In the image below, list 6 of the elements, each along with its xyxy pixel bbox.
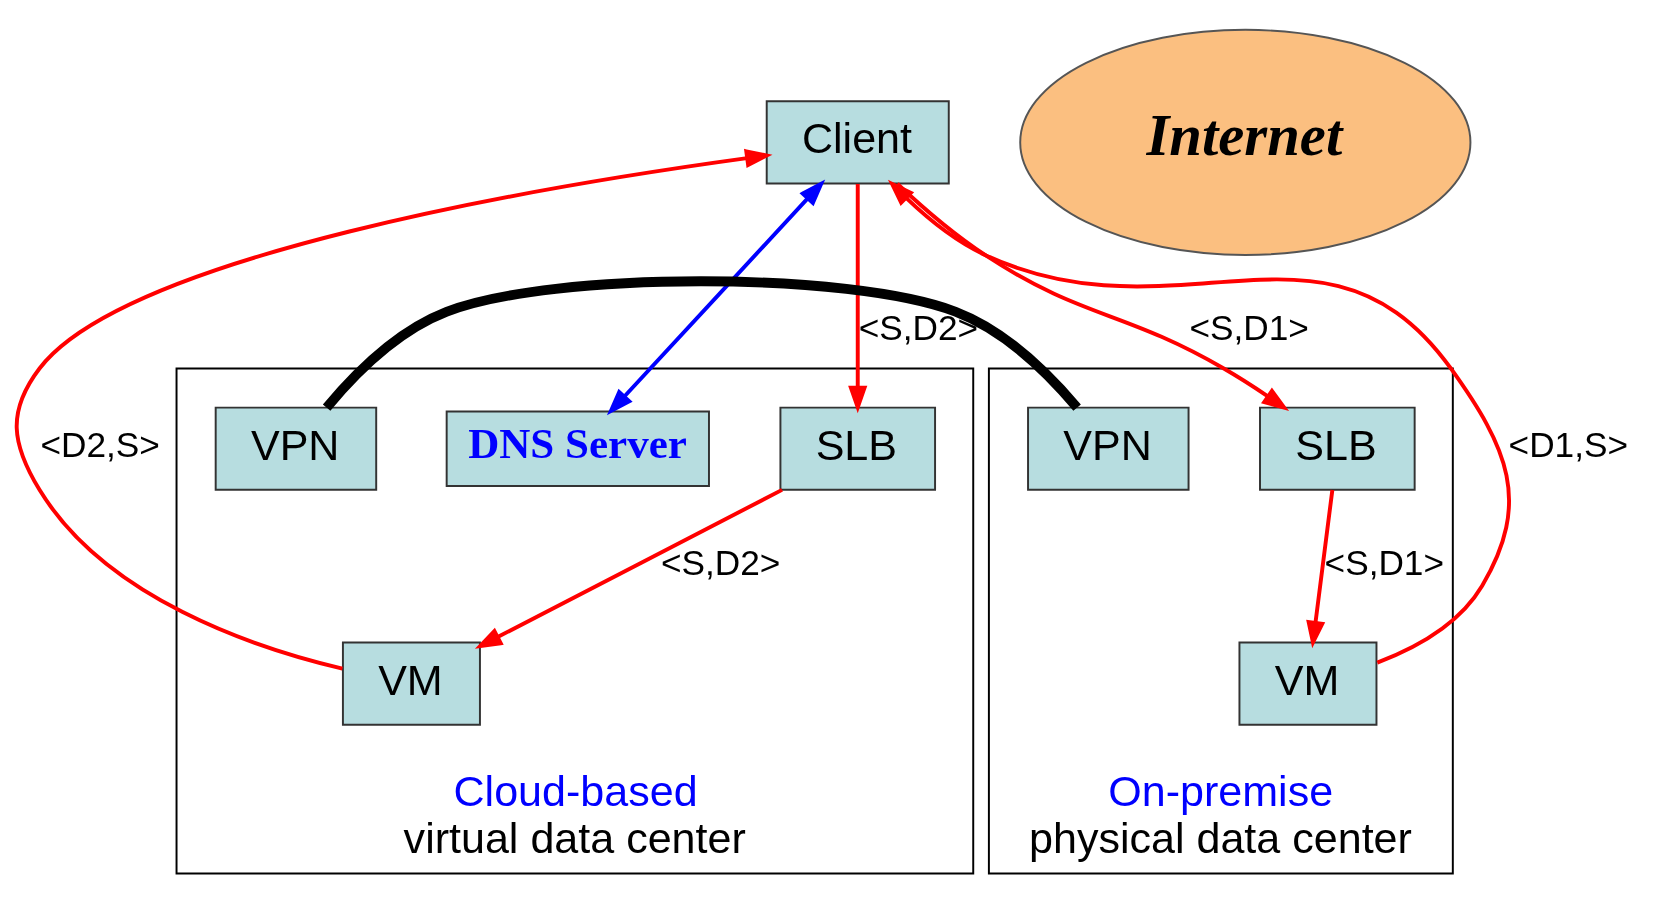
edge-label: <S,D2> bbox=[661, 542, 781, 582]
edge-label: <S,D1> bbox=[1324, 542, 1445, 582]
edge-label: <S,D2> bbox=[858, 307, 979, 347]
edge-label: <D2,S> bbox=[40, 424, 160, 464]
edge-label: <S,D1> bbox=[1189, 307, 1309, 347]
edge-label: <D1,S> bbox=[1508, 424, 1629, 464]
